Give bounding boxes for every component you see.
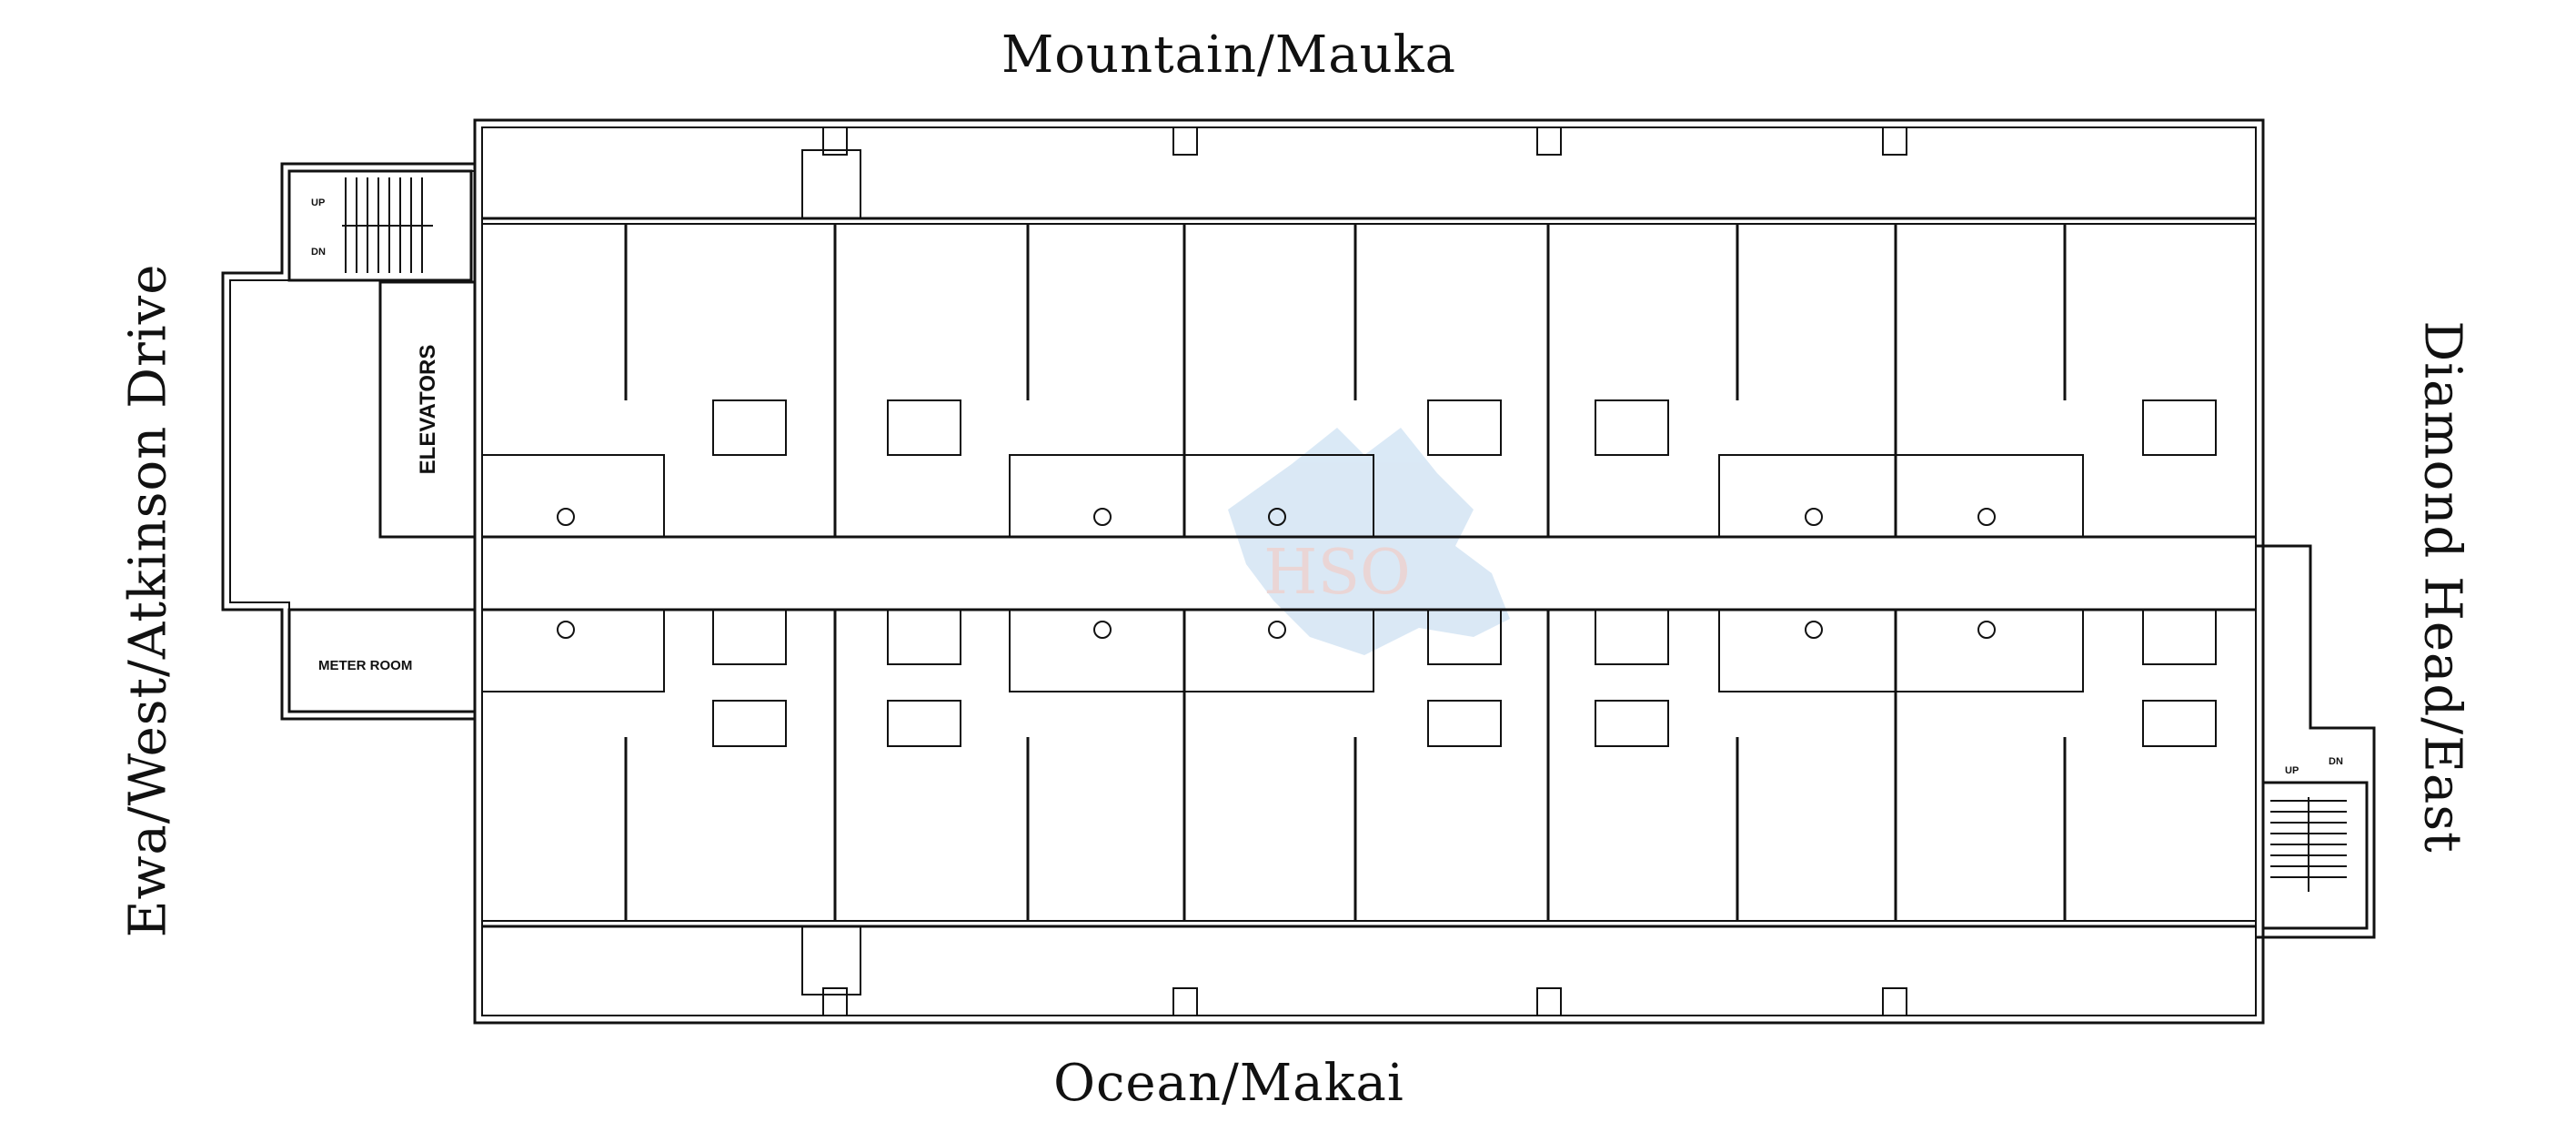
inner-wall — [481, 126, 2257, 1016]
west-stair — [287, 169, 473, 282]
toilet-icon — [1977, 621, 1996, 639]
watermark: HSO — [1228, 428, 1510, 655]
toilet-icon — [1977, 508, 1996, 526]
east-stair — [2261, 781, 2369, 930]
toilet-icon — [1268, 621, 1286, 639]
island-silhouette-icon — [1228, 428, 1510, 655]
bathroom-blocks — [481, 454, 2084, 692]
toilet-icon — [1093, 508, 1112, 526]
compass-north-label: Mountain/Mauka — [1001, 25, 1457, 85]
building-walls — [221, 118, 2376, 1025]
meter-room-label: METER ROOM — [318, 658, 412, 673]
unit-partitions — [624, 224, 2067, 921]
toilet-icon — [557, 621, 575, 639]
west-stair-down-label: DN — [311, 247, 326, 258]
east-stair-down-label: DN — [2329, 756, 2343, 767]
toilet-icon — [1805, 621, 1823, 639]
elevator-shaft — [378, 280, 477, 539]
elevators-label: ELEVATORS — [416, 345, 440, 475]
compass-south-label: Ocean/Makai — [1053, 1054, 1404, 1113]
east-stair-treads — [2270, 797, 2347, 892]
watermark-text: HSO — [1263, 537, 1411, 609]
west-annex — [221, 162, 475, 721]
toilet-icon — [557, 508, 575, 526]
west-stair-up-label: UP — [311, 197, 325, 208]
toilet-icon — [1268, 508, 1286, 526]
meter-room-box — [287, 608, 477, 713]
east-annex — [2256, 544, 2376, 939]
toilet-icon — [1805, 508, 1823, 526]
column-piers — [801, 126, 1907, 1016]
furniture — [712, 399, 2217, 747]
east-stair-up-label: UP — [2285, 765, 2299, 776]
west-stair-treads — [342, 177, 433, 273]
toilet-icon — [1093, 621, 1112, 639]
outer-wall — [473, 118, 2265, 1025]
